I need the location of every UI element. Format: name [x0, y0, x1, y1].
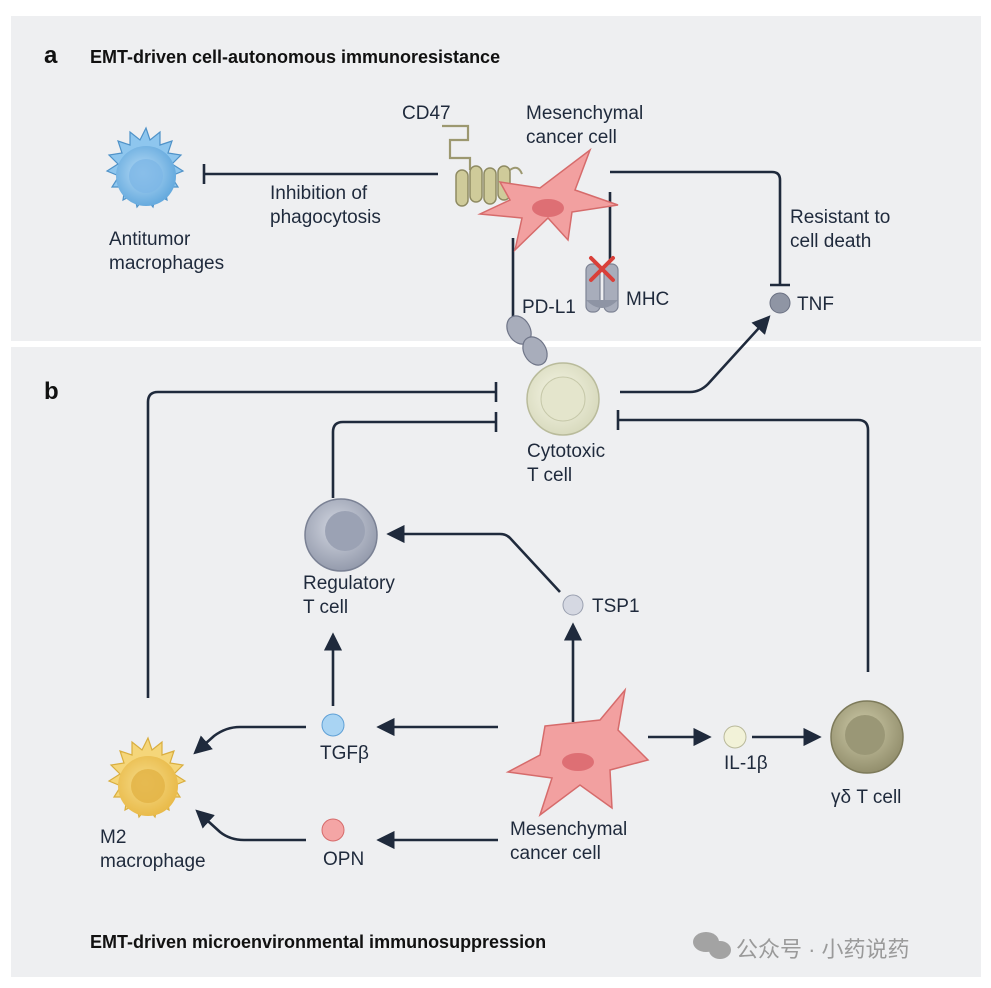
inhibit-treg-tcell — [331, 412, 498, 498]
panel-a-letter: a — [44, 42, 58, 69]
tnf-ball-icon — [769, 292, 791, 314]
arrow-tsp1-treg — [386, 524, 561, 593]
panel-b-footer: EMT-driven microenvironmental immunosupp… — [90, 932, 547, 952]
panel-b-letter: b — [44, 378, 59, 405]
il1b-ball-icon — [723, 725, 747, 749]
opn-ball-icon — [321, 818, 345, 842]
resistant-label: Resistant to cell death — [790, 207, 891, 252]
pdl1-icon — [506, 315, 548, 366]
panel-b — [11, 347, 981, 977]
mesenchymal-cancer-cell-b-icon — [505, 687, 650, 818]
m2-macrophage-icon — [107, 736, 187, 819]
tnf-label: TNF — [797, 294, 834, 315]
arrow-tcell-tnf — [620, 315, 771, 394]
gd-t-cell-icon — [830, 700, 904, 774]
mhc-cross-icon — [589, 256, 615, 282]
mesenchymal-cancer-cell-icon — [477, 147, 619, 253]
inhibit-m2-tcell — [146, 382, 498, 698]
regulatory-t-cell-label: Regulatory T cell — [303, 573, 395, 618]
mhc-label: MHC — [626, 289, 670, 310]
mesenchymal-cell-a-label: Mesenchymal cancer cell — [526, 103, 644, 148]
regulatory-t-cell-icon — [304, 498, 378, 572]
inhibition-label: Inhibition of phagocytosis — [270, 183, 381, 228]
m2-macrophage-label: M2 macrophage — [100, 827, 206, 872]
tgfb-label: TGFβ — [320, 743, 369, 764]
tsp1-ball-icon — [562, 594, 584, 616]
connector-cd47-inhibition — [202, 164, 438, 184]
tgfb-ball-icon — [321, 713, 345, 737]
watermark: 公众号 · 小药说药 — [736, 937, 910, 962]
panel-a-title: EMT-driven cell-autonomous immunoresista… — [90, 47, 501, 67]
cytotoxic-t-cell-label: Cytotoxic T cell — [527, 441, 606, 486]
antitumor-macrophages-label: Antitumor macrophages — [109, 229, 225, 274]
mesenchymal-cell-b-label: Mesenchymal cancer cell — [510, 819, 628, 864]
connector-resistant-tnf — [610, 170, 790, 287]
cytotoxic-t-cell-icon — [526, 362, 600, 436]
pdl1-label: PD-L1 — [522, 297, 576, 318]
arrow-opn-m2 — [195, 809, 306, 842]
arrow-tgfb-m2 — [193, 725, 306, 755]
il1b-label: IL-1β — [724, 753, 768, 774]
cd47-label: CD47 — [402, 103, 451, 124]
antitumor-macrophage-icon — [105, 126, 185, 209]
wechat-logo-icon — [693, 932, 731, 959]
inhibit-gd-tcell — [616, 410, 870, 672]
gd-t-cell-label: γδ T cell — [831, 787, 902, 808]
tsp1-label: TSP1 — [592, 596, 640, 617]
opn-label: OPN — [323, 849, 365, 870]
